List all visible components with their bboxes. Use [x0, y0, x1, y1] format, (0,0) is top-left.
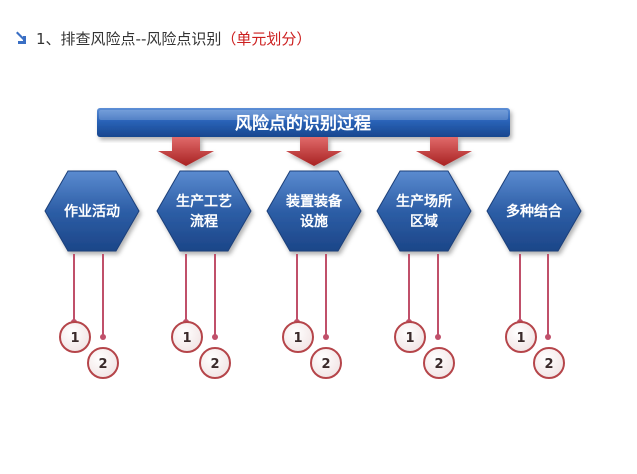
- marker-1-label: 1: [405, 331, 414, 346]
- marker-2-label: 2: [98, 357, 107, 372]
- category-hexagon-2: 生产工艺 流程: [156, 170, 252, 252]
- category-hexagon-3: 装置装备 设施: [266, 170, 362, 252]
- marker-1-label: 1: [70, 331, 79, 346]
- category-hexagon-5: 多种结合: [486, 170, 582, 252]
- category-5-label-line-1: 多种结合: [506, 203, 563, 220]
- down-arrow-3-icon: [416, 137, 472, 166]
- marker-circle-1: 1: [505, 321, 537, 353]
- category-4-markers: 1 2: [394, 254, 455, 379]
- category-3-label-line-2: 设施: [300, 213, 328, 230]
- marker-2-label: 2: [544, 357, 553, 372]
- marker-circle-2: 2: [310, 347, 342, 379]
- marker-2-label: 2: [210, 357, 219, 372]
- process-title-bar: 风险点的识别过程: [97, 108, 510, 137]
- page-heading: 1、排查风险点--风险点识别（单元划分）: [14, 27, 311, 49]
- marker-circle-2: 2: [423, 347, 455, 379]
- category-hexagon-1: 作业活动: [44, 170, 140, 252]
- marker-circle-2: 2: [87, 347, 119, 379]
- marker-1-label: 1: [293, 331, 302, 346]
- marker-circle-1: 1: [282, 321, 314, 353]
- marker-circle-1: 1: [171, 321, 203, 353]
- category-3-label-line-1: 装置装备: [285, 193, 343, 210]
- down-arrow-2-icon: [286, 137, 342, 166]
- category-5-markers: 1 2: [505, 254, 565, 379]
- category-1-markers: 1 2: [59, 254, 119, 379]
- down-right-arrow-icon: [16, 31, 26, 44]
- heading-text: 1、排查风险点--风险点识别: [36, 29, 222, 48]
- marker-circle-1: 1: [59, 321, 91, 353]
- category-2-markers: 1 2: [171, 254, 231, 379]
- marker-1-label: 1: [182, 331, 191, 346]
- category-2-label-line-2: 流程: [190, 213, 218, 230]
- category-4-label-line-1: 生产场所: [396, 193, 452, 210]
- marker-2-label: 2: [434, 357, 443, 372]
- category-hexagon-4: 生产场所 区域: [376, 170, 472, 252]
- process-title: 风险点的识别过程: [235, 113, 371, 134]
- heading-highlight: （单元划分）: [221, 29, 312, 48]
- marker-2-label: 2: [321, 357, 330, 372]
- marker-circle-2: 2: [533, 347, 565, 379]
- marker-1-label: 1: [516, 331, 525, 346]
- marker-circle-2: 2: [199, 347, 231, 379]
- marker-circle-1: 1: [394, 321, 426, 353]
- down-arrow-1-icon: [158, 137, 214, 166]
- category-1-label-line-1: 作业活动: [64, 203, 120, 220]
- category-3-markers: 1 2: [282, 254, 342, 379]
- category-2-label-line-1: 生产工艺: [176, 193, 232, 210]
- category-4-label-line-2: 区域: [410, 213, 438, 230]
